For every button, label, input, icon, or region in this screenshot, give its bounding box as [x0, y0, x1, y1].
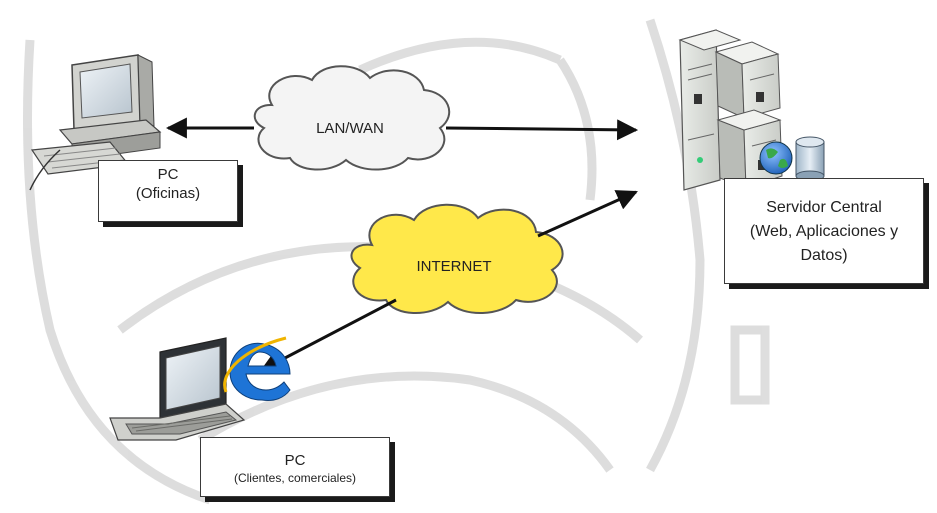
internet-cloud — [350, 203, 564, 315]
server-rack-icon — [678, 29, 783, 191]
server-label: Servidor Central (Web, Aplicaciones y Da… — [724, 178, 924, 284]
pc-offices-label: PC (Oficinas) — [98, 160, 238, 222]
pc-clients-label: PC (Clientes, comerciales) — [200, 437, 390, 497]
laptop-icon — [109, 337, 246, 441]
pc-clients-title: PC — [284, 452, 306, 469]
pc-offices-subtitle: (Oficinas) — [135, 185, 201, 202]
internet-explorer-icon — [223, 336, 291, 401]
server-label-line2: (Web, Aplicaciones y — [749, 223, 899, 240]
database-icon — [795, 136, 825, 182]
arrow-lan-to-server — [445, 119, 639, 141]
globe-icon — [759, 141, 793, 175]
lan-wan-label: LAN/WAN — [316, 120, 384, 137]
pc-offices-title: PC — [157, 166, 179, 183]
internet-label: INTERNET — [416, 258, 492, 275]
server-label-line3: Datos) — [800, 247, 848, 264]
server-label-line1: Servidor Central — [766, 199, 882, 216]
lan-wan-cloud — [253, 65, 451, 171]
pc-clients-subtitle: (Clientes, comerciales) — [233, 471, 357, 485]
arrow-internet-to-server — [537, 190, 638, 238]
